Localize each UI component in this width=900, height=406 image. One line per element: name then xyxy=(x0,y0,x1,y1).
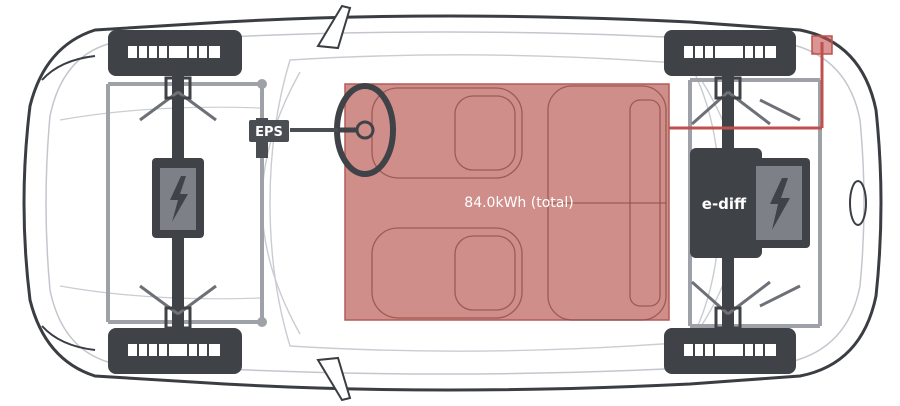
eps-label-box xyxy=(249,120,289,142)
eps-label: EPS xyxy=(255,125,283,140)
left-mirror xyxy=(316,4,352,50)
front-headlight-bottom xyxy=(41,325,96,351)
front-subframe xyxy=(106,82,264,324)
wiring-connector xyxy=(811,35,833,55)
rear-right-wheel xyxy=(664,328,796,374)
lightning-bolt-icon xyxy=(770,178,790,230)
frame-joint xyxy=(257,79,267,89)
front-spring-top xyxy=(164,76,192,100)
lightning-bolt-icon xyxy=(170,176,188,222)
rear-subframe xyxy=(688,78,822,328)
rear-spring-top xyxy=(714,76,742,100)
wiring-harness xyxy=(669,42,824,130)
rear-light-shape xyxy=(849,180,867,226)
right-mirror xyxy=(316,356,352,402)
passenger-seat xyxy=(371,227,523,319)
seats xyxy=(371,85,667,321)
battery-pack xyxy=(344,83,670,321)
front-right-wheel xyxy=(108,328,242,374)
frame-joint xyxy=(257,317,267,327)
ediff-housing xyxy=(690,148,762,258)
front-left-wheel xyxy=(108,30,242,76)
rear-left-wheel xyxy=(664,30,796,76)
battery-capacity-label: 84.0kWh (total) xyxy=(464,195,573,211)
front-headlight-top xyxy=(41,55,96,81)
ediff-label: e-diff xyxy=(702,195,747,213)
